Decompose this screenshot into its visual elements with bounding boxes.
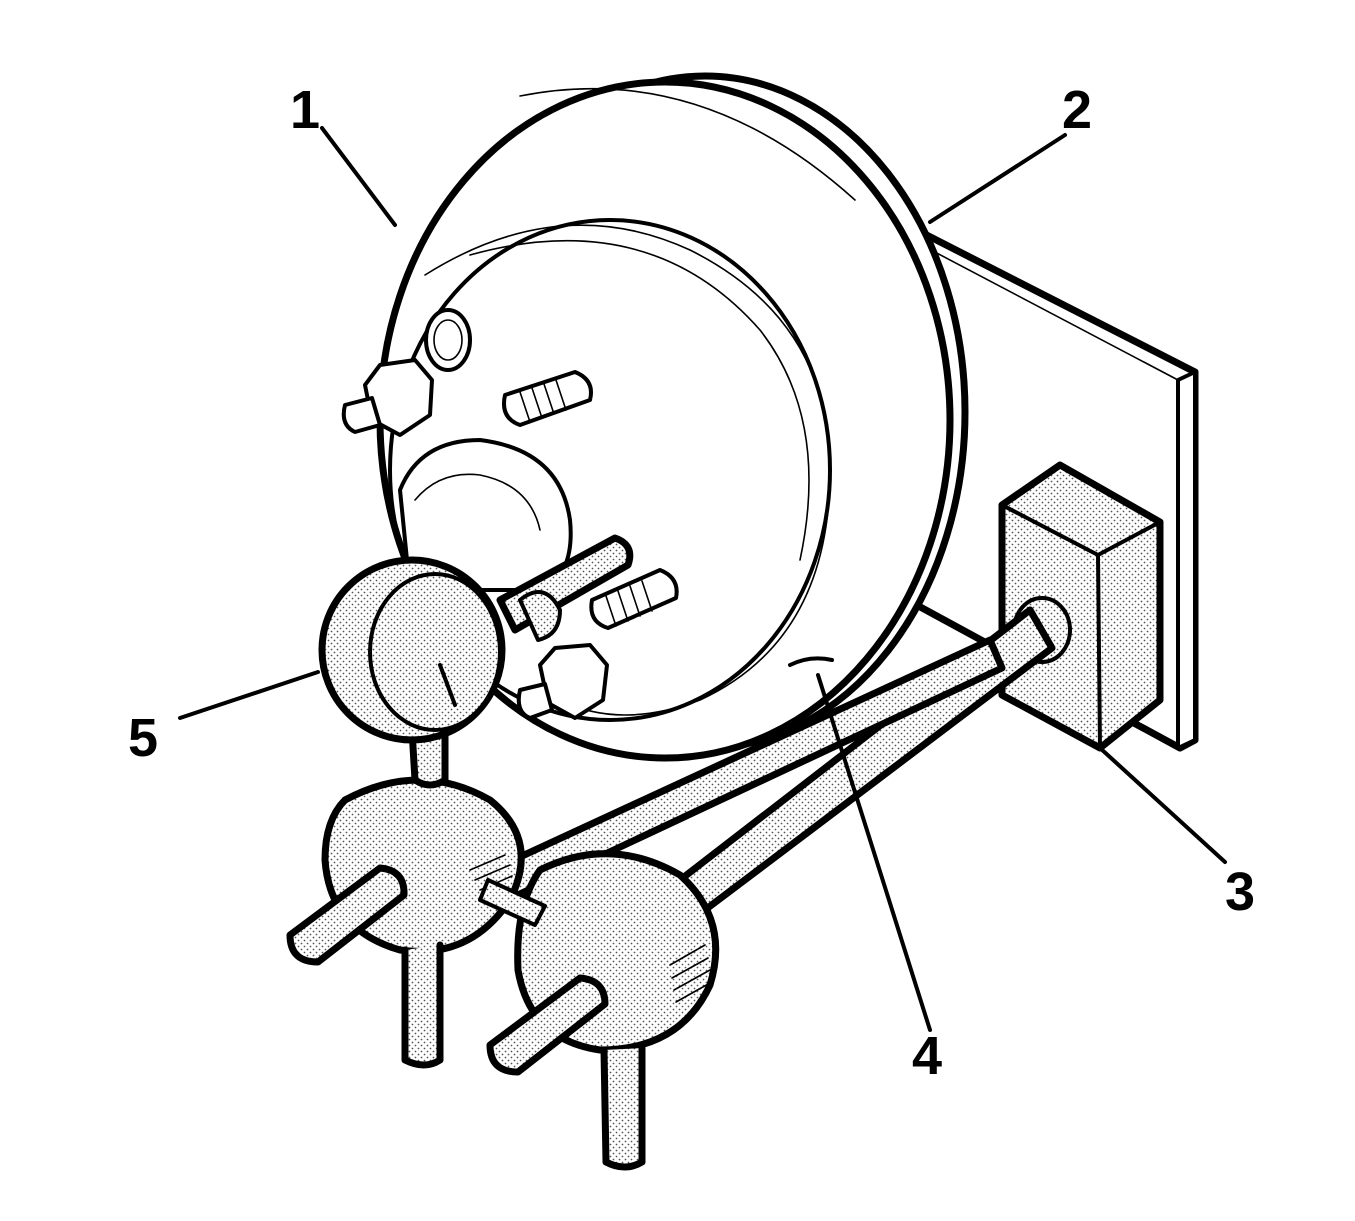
callout-5: 5: [128, 708, 158, 768]
rod-clamp-rear: [286, 776, 525, 1069]
rod-clamp-front: [478, 850, 720, 1171]
runout-mark: [788, 656, 834, 667]
leader-4: [816, 673, 932, 1032]
leader-1: [320, 126, 397, 227]
lug-nut-lower: [516, 643, 609, 720]
leader-5: [178, 670, 320, 720]
callout-2: 2: [1062, 80, 1092, 140]
wheel-stud-lower: [589, 568, 679, 630]
magnetic-base: [998, 461, 1164, 752]
leader-2: [928, 133, 1067, 224]
dial-indicator: [318, 534, 634, 789]
lug-nut-upper: [341, 358, 434, 437]
leader-3: [1098, 746, 1227, 864]
wheel-stud-upper: [502, 370, 593, 427]
hub-center: [398, 308, 573, 592]
callout-3: 3: [1225, 862, 1255, 922]
callout-1: 1: [290, 80, 320, 140]
callout-4: 4: [912, 1026, 942, 1086]
